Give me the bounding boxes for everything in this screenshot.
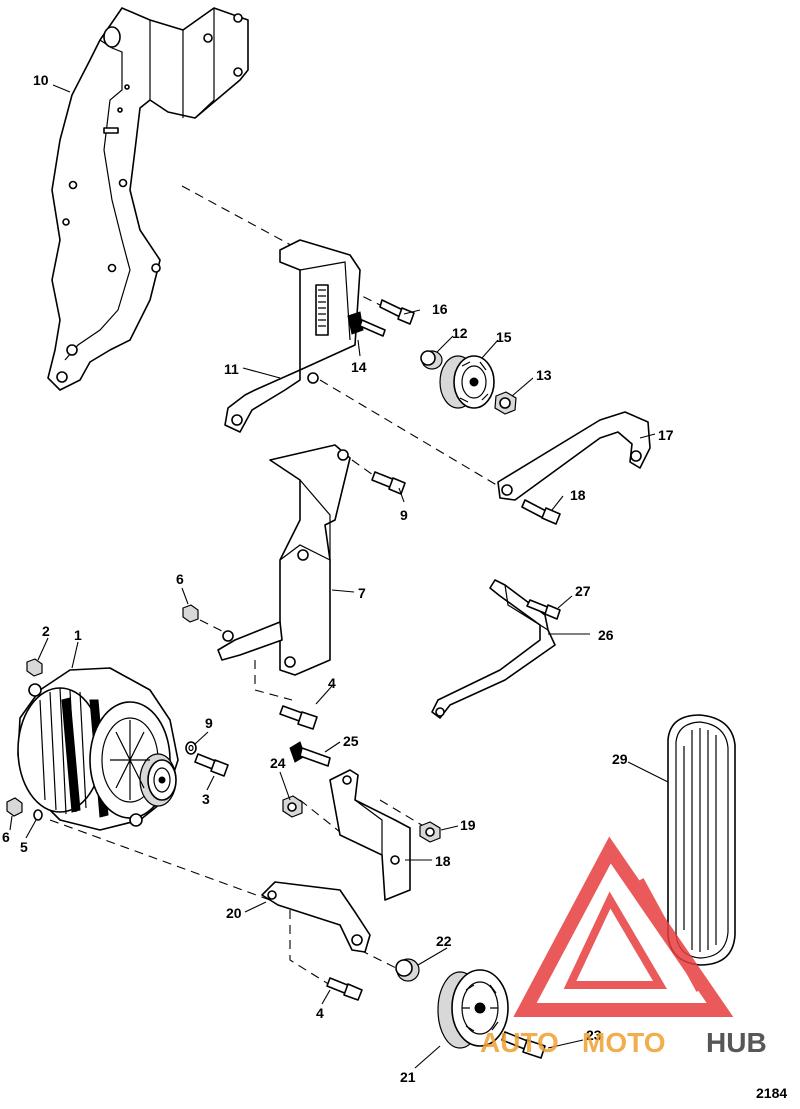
bolt-24 (501, 1031, 546, 1059)
watermark-logo: AUTO MOTO HUB (480, 836, 767, 1058)
callout-20: 19 (460, 817, 476, 833)
bolt-4-lower (326, 977, 363, 1001)
stud-14 (347, 311, 386, 337)
callout-9: 9 (205, 715, 213, 731)
alternator (17, 667, 179, 831)
callout-10: 10 (33, 72, 49, 88)
nut-20 (419, 821, 441, 843)
nut-13 (494, 391, 517, 415)
bolt-18 (521, 499, 561, 525)
callout-27: 26 (598, 627, 614, 643)
bolt-16 (379, 299, 415, 325)
bolt-28 (526, 599, 561, 620)
callout-13: 13 (536, 367, 552, 383)
callout-19: 18 (435, 853, 451, 869)
callout-2: 2 (42, 623, 50, 639)
washer-5 (33, 809, 43, 821)
callout-18: 18 (570, 487, 586, 503)
idler-pulley-15 (439, 355, 495, 409)
callout-28: 27 (575, 583, 591, 599)
callout-26: 25 (343, 733, 359, 749)
callout-17: 17 (658, 427, 674, 443)
washer-9 (185, 741, 197, 755)
mounting-plate (47, 7, 249, 391)
link-21 (261, 881, 371, 953)
callout-23: 22 (436, 933, 452, 949)
callout-14: 14 (351, 359, 367, 375)
spacer-12 (420, 350, 443, 370)
bolt-8 (371, 471, 406, 495)
callout-22: 21 (400, 1069, 416, 1085)
tensioner-arm (497, 411, 651, 501)
watermark-hub: HUB (706, 1027, 767, 1058)
callout-25: 24 (270, 755, 286, 771)
callout-4-upper: 4 (328, 675, 336, 691)
callout-4-lower: 4 (316, 1005, 324, 1021)
brace-27 (431, 579, 556, 719)
bracket-19 (329, 769, 411, 901)
tensioner-bracket (224, 239, 361, 433)
alternator-bracket (217, 444, 351, 676)
callout-11: 11 (224, 361, 239, 377)
callout-6-lower: 6 (2, 829, 10, 845)
callout-5: 5 (20, 839, 28, 855)
watermark-moto: MOTO (582, 1027, 665, 1058)
nut-2 (26, 658, 43, 677)
callout-21: 20 (226, 905, 242, 921)
callout-29: 29 (612, 751, 628, 767)
figure-number: 2184 (756, 1085, 787, 1101)
callout-7: 7 (358, 585, 366, 601)
callout-12: 12 (452, 325, 468, 341)
nut-25 (282, 795, 303, 818)
spacer-23 (395, 958, 420, 982)
callout-1: 1 (74, 627, 82, 643)
drive-belt (667, 714, 736, 966)
callout-6-upper: 6 (176, 571, 184, 587)
leader-lines (9, 84, 669, 1069)
watermark-auto: AUTO (480, 1027, 559, 1058)
callout-labels: 10 11 16 14 12 15 13 17 18 9 7 6 27 26 2… (2, 72, 674, 1085)
callout-16: 16 (432, 301, 448, 317)
callout-15: 15 (496, 329, 512, 345)
bolt-4-upper (279, 705, 318, 730)
nut-6-lower (6, 797, 23, 817)
callout-3: 3 (202, 791, 210, 807)
nut-6-upper (182, 604, 199, 623)
stud-26 (289, 741, 331, 767)
callout-24: 23 (586, 1027, 602, 1043)
bolt-3 (194, 753, 229, 777)
idler-pulley-22 (437, 969, 509, 1049)
callout-8: 9 (400, 507, 408, 523)
